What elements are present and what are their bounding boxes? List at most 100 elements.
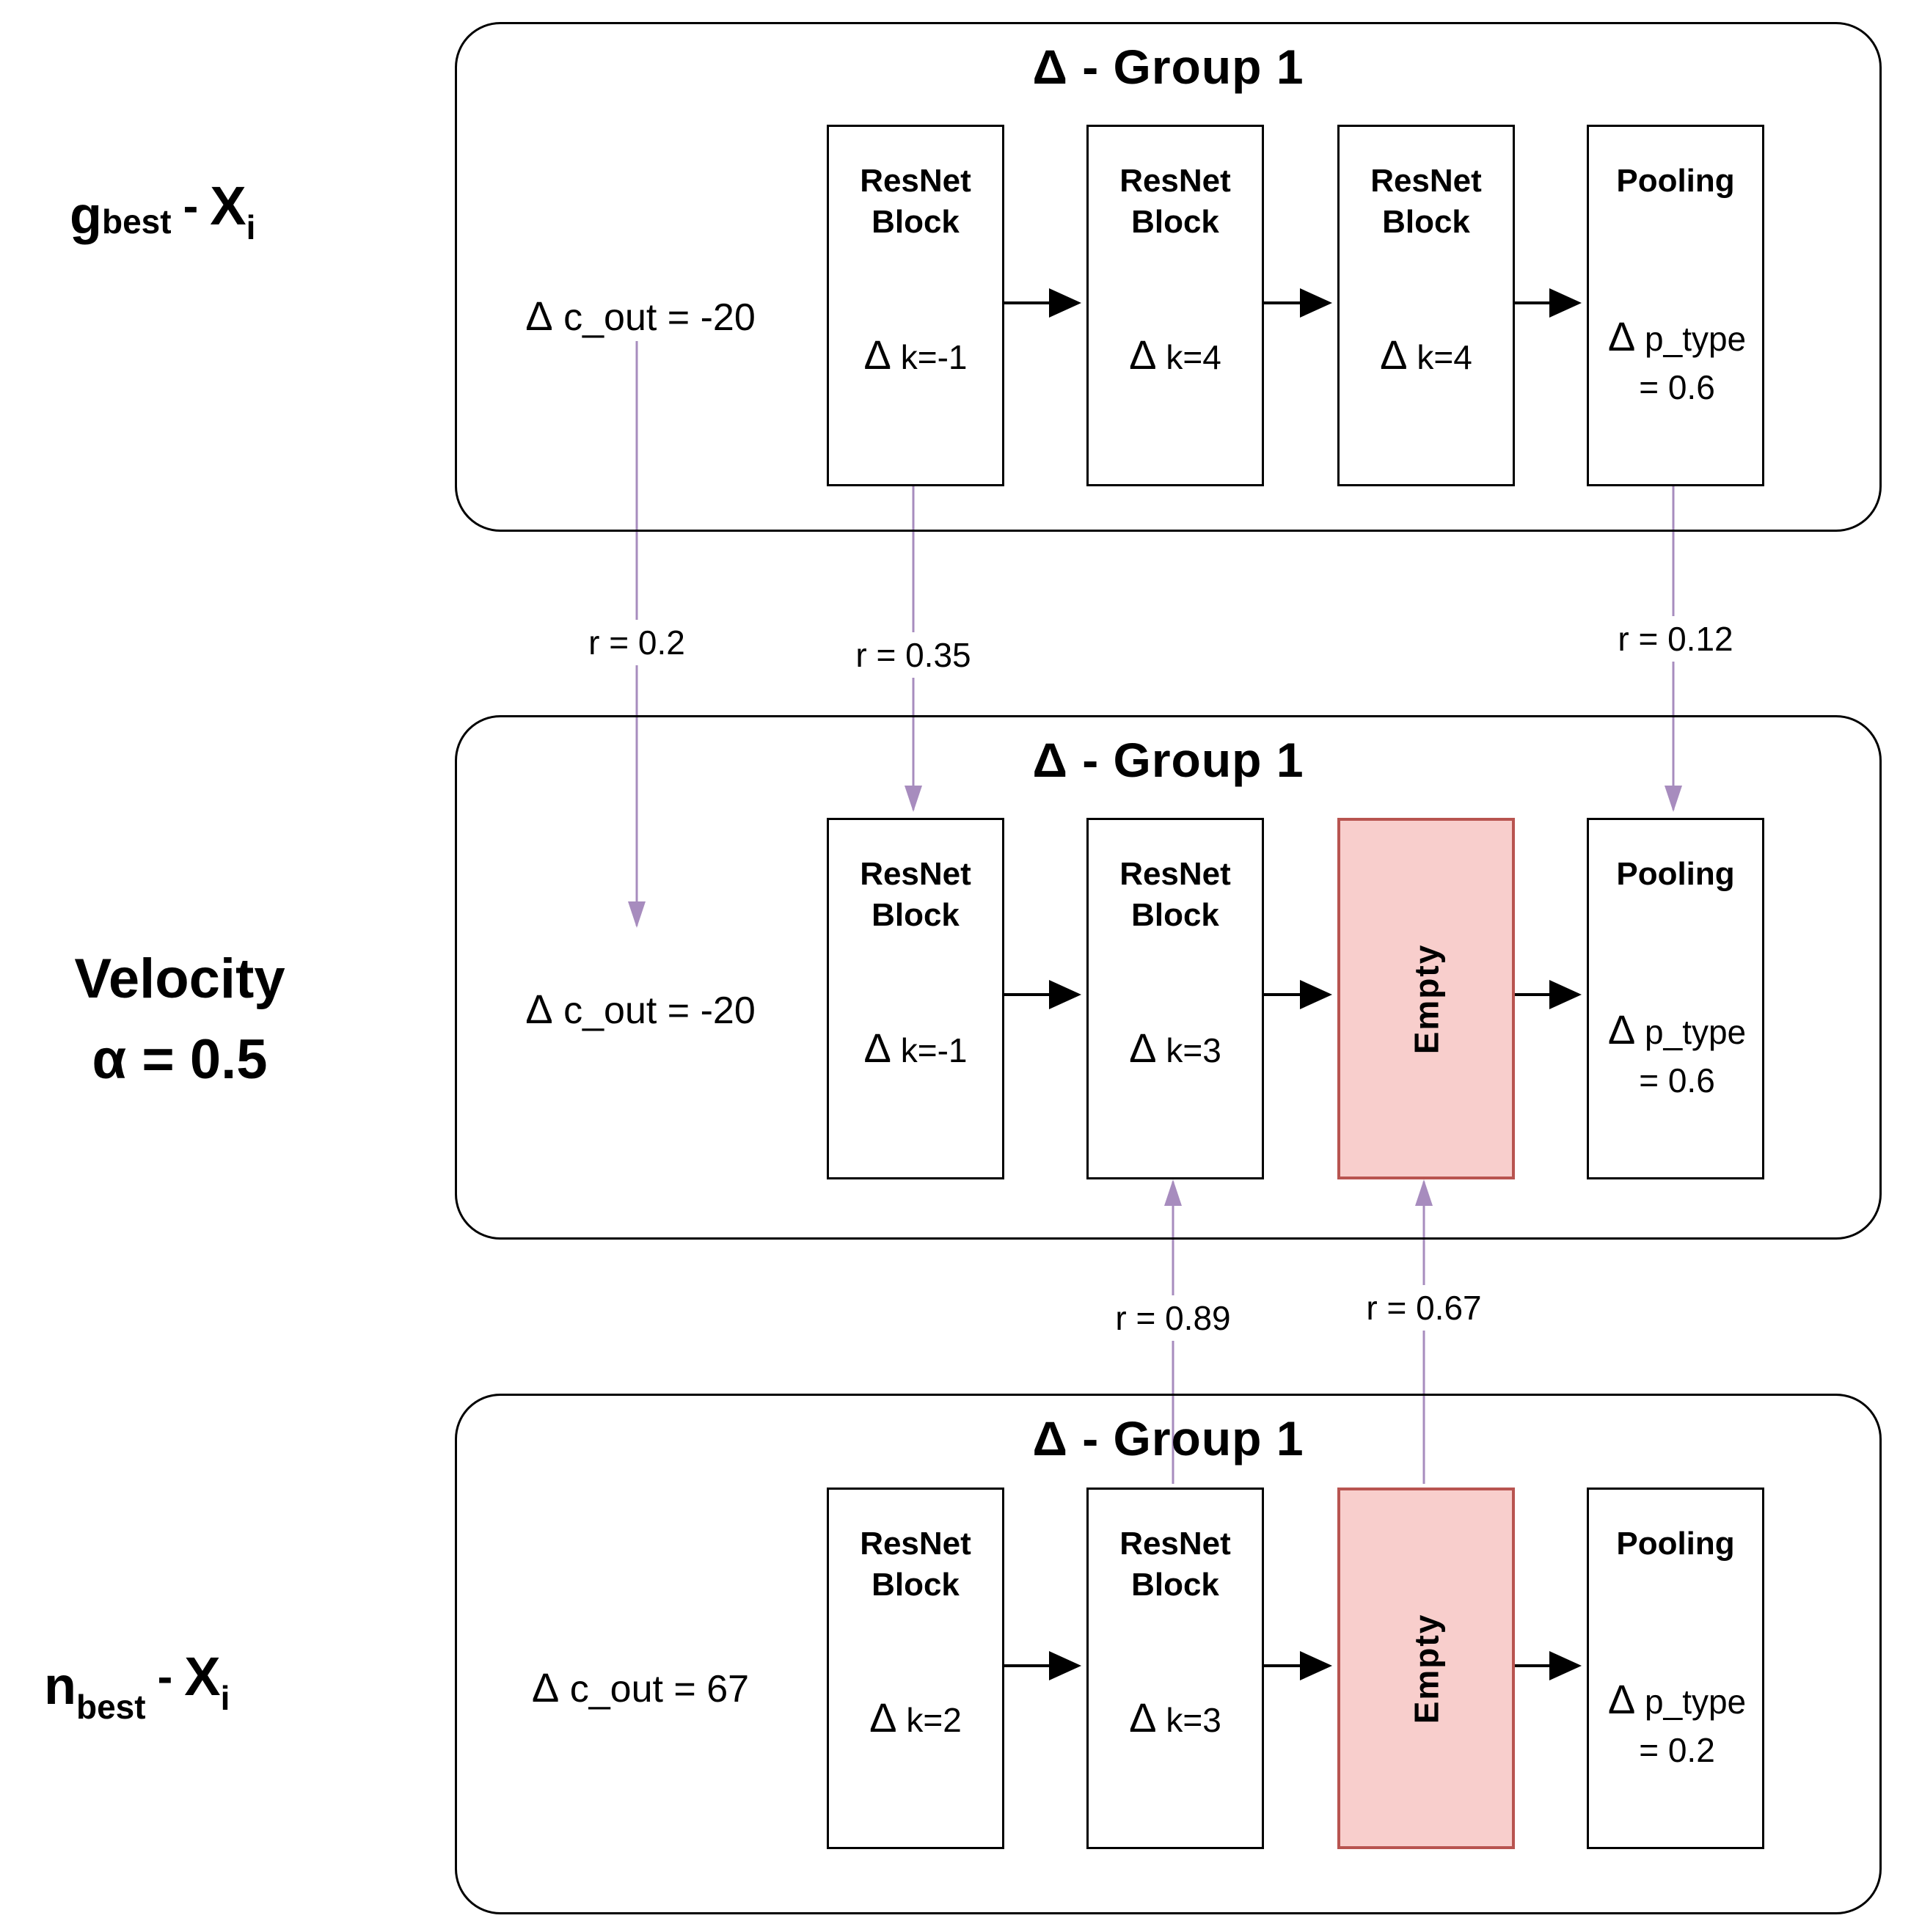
block-title-line1: ResNet — [1370, 163, 1482, 199]
group-title: Δ - Group 1 — [1032, 733, 1304, 787]
block-param: Δ p_type = 0.6 — [1583, 309, 1771, 410]
empty-block: Empty — [1337, 818, 1515, 1179]
cout-value: c_out = -20 — [563, 989, 756, 1032]
velocity-alpha-label: Velocity α = 0.5 — [22, 939, 337, 1100]
block-param: Δ p_type = 0.6 — [1583, 1002, 1771, 1103]
resnet-block: ResNet Block Δ k=4 — [1337, 125, 1515, 486]
block-title-line2: Block — [1131, 1567, 1219, 1603]
x-symbol: X — [210, 175, 246, 236]
cout-value: c_out = -20 — [563, 296, 756, 339]
delta-symbol: Δ — [1380, 332, 1408, 378]
r-value-label: r = 0.67 — [1357, 1285, 1491, 1331]
param-name: p_type — [1645, 1683, 1747, 1721]
block-param: Δ k=3 — [1089, 1694, 1262, 1741]
block-param: Δ k=4 — [1340, 331, 1513, 378]
pooling-block: Pooling Δ p_type = 0.6 — [1587, 818, 1764, 1179]
velocity-line2: α = 0.5 — [92, 1028, 268, 1091]
x-subscript: i — [220, 1679, 230, 1717]
group-nbest-delta: Δ - Group 1 Δ c_out = 67 ResNet Block Δ … — [455, 1394, 1882, 1914]
gbest-subscript: best — [101, 202, 172, 241]
block-title-line2: Block — [1131, 897, 1219, 934]
delta-cout-text: Δ c_out = 67 — [479, 1664, 802, 1711]
block-param: Δ k=4 — [1089, 331, 1262, 378]
block-title-line1: ResNet — [860, 1526, 971, 1562]
block-title-line1: ResNet — [1119, 163, 1231, 199]
gbest-base: g — [70, 186, 102, 245]
block-title-line1: Pooling — [1616, 163, 1735, 199]
block-title-line1: ResNet — [1119, 1526, 1231, 1562]
param-value: = 0.6 — [1639, 367, 1715, 406]
delta-symbol: Δ — [525, 986, 553, 1032]
r-value-label: r = 0.35 — [847, 632, 980, 678]
block-title-line1: ResNet — [1119, 856, 1231, 892]
pooling-block: Pooling Δ p_type = 0.6 — [1587, 125, 1764, 486]
param-value: k=-1 — [900, 1031, 968, 1069]
block-title-line2: Block — [872, 204, 960, 241]
r-value-label: r = 0.2 — [580, 620, 694, 665]
block-param: Δ p_type = 0.2 — [1583, 1672, 1771, 1773]
resnet-block: ResNet Block Δ k=2 — [827, 1488, 1004, 1849]
param-value: = 0.6 — [1639, 1061, 1715, 1099]
param-value: k=3 — [1166, 1701, 1221, 1739]
param-value: k=4 — [1417, 338, 1472, 376]
delta-symbol: Δ — [1129, 1694, 1157, 1741]
cout-value: c_out = 67 — [569, 1668, 750, 1710]
pooling-block: Pooling Δ p_type = 0.2 — [1587, 1488, 1764, 1849]
resnet-block: ResNet Block Δ k=-1 — [827, 125, 1004, 486]
param-name: p_type — [1645, 320, 1747, 358]
minus-sign: - — [157, 1652, 173, 1702]
delta-symbol: Δ — [1129, 332, 1157, 378]
param-value: k=2 — [906, 1701, 962, 1739]
empty-label: Empty — [1407, 943, 1445, 1054]
group-title: Δ - Group 1 — [1032, 1411, 1304, 1466]
empty-block: Empty — [1337, 1488, 1515, 1849]
r-value-label: r = 0.12 — [1609, 616, 1742, 662]
block-title-line1: ResNet — [860, 856, 971, 892]
block-title-line2: Block — [872, 1567, 960, 1603]
delta-symbol: Δ — [1607, 313, 1636, 359]
empty-label: Empty — [1407, 1613, 1445, 1724]
block-param: Δ k=3 — [1089, 1024, 1262, 1072]
param-value: k=-1 — [900, 338, 968, 376]
block-param: Δ k=2 — [829, 1694, 1002, 1741]
delta-symbol: Δ — [531, 1664, 560, 1710]
param-value: k=4 — [1166, 338, 1221, 376]
nbest-subscript: best — [76, 1688, 146, 1726]
delta-cout-text: Δ c_out = -20 — [479, 292, 802, 340]
delta-symbol: Δ — [1129, 1025, 1157, 1071]
resnet-block: ResNet Block Δ k=4 — [1086, 125, 1264, 486]
block-title-line2: Block — [1382, 204, 1470, 241]
velocity-line1: Velocity — [74, 948, 285, 1010]
param-value: k=3 — [1166, 1031, 1221, 1069]
x-symbol: X — [184, 1646, 221, 1707]
block-param: Δ k=-1 — [829, 1024, 1002, 1072]
block-title-line1: ResNet — [860, 163, 971, 199]
block-title-line1: Pooling — [1616, 856, 1735, 892]
delta-symbol: Δ — [1607, 1676, 1636, 1722]
delta-cout-text: Δ c_out = -20 — [479, 985, 802, 1033]
block-title-line1: Pooling — [1616, 1526, 1735, 1562]
delta-symbol: Δ — [525, 293, 553, 339]
nbest-base: n — [44, 1657, 76, 1716]
block-title-line2: Block — [1131, 204, 1219, 241]
group-title: Δ - Group 1 — [1032, 40, 1304, 94]
x-subscript: i — [246, 208, 256, 246]
delta-symbol: Δ — [869, 1694, 897, 1741]
group-gbest-delta: Δ - Group 1 Δ c_out = -20 ResNet Block Δ… — [455, 22, 1882, 532]
resnet-block: ResNet Block Δ k=3 — [1086, 818, 1264, 1179]
param-name: p_type — [1645, 1013, 1747, 1051]
group-velocity-delta: Δ - Group 1 Δ c_out = -20 ResNet Block Δ… — [455, 715, 1882, 1240]
block-param: Δ k=-1 — [829, 331, 1002, 378]
delta-symbol: Δ — [863, 332, 891, 378]
param-value: = 0.2 — [1639, 1730, 1715, 1769]
minus-sign: - — [183, 181, 199, 232]
resnet-block: ResNet Block Δ k=3 — [1086, 1488, 1264, 1849]
delta-symbol: Δ — [863, 1025, 891, 1071]
block-title-line2: Block — [872, 897, 960, 934]
resnet-block: ResNet Block Δ k=-1 — [827, 818, 1004, 1179]
r-value-label: r = 0.89 — [1106, 1295, 1240, 1341]
